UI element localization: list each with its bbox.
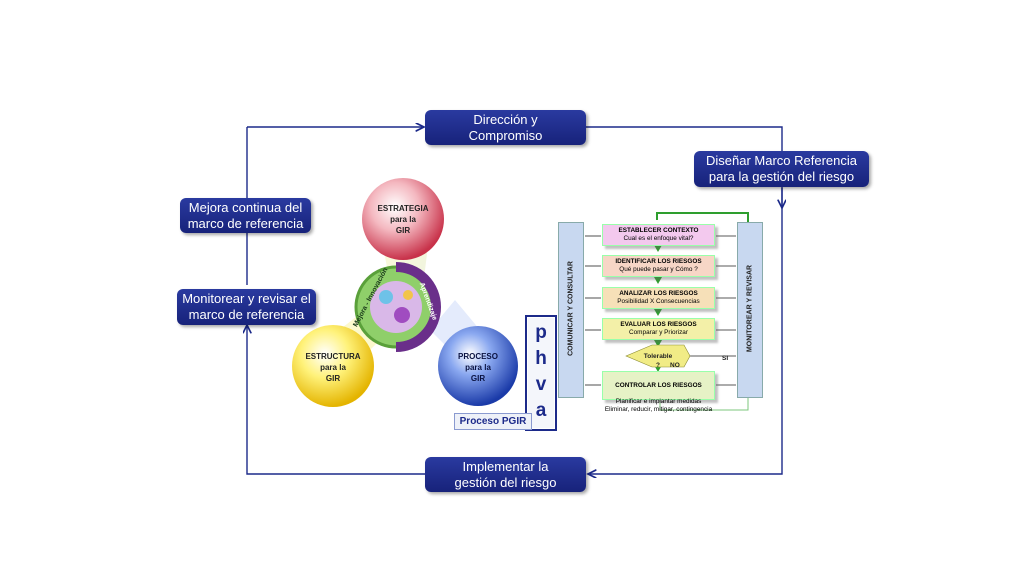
comunicar-label: COMUNICAR Y CONSULTAR	[567, 261, 575, 356]
center-figure-1	[379, 290, 393, 304]
monitorear-box: Monitorear y revisar el marco de referen…	[177, 289, 316, 325]
phva-bar-inner	[528, 318, 554, 428]
decision-si: SI	[722, 355, 729, 362]
sphere-estrategia	[362, 178, 444, 260]
monitorear-label: MONITOREAR Y REVISAR	[746, 264, 754, 353]
step-analizar-title: ANALIZAR LOS RIESGOS	[619, 290, 698, 297]
direccion-box: Dirección y Compromiso	[425, 110, 586, 145]
center-figure-2	[394, 307, 410, 323]
feedback-loop-bottom	[659, 396, 749, 411]
step-establecer-sub: Cual es el enfoque vital?	[623, 235, 694, 242]
monitorear-bar	[737, 222, 763, 398]
phva-h: h	[535, 348, 547, 369]
phva-v: v	[535, 374, 547, 395]
sphere-proceso	[438, 326, 518, 406]
feedback-loop-top	[656, 212, 749, 224]
phva-p: p	[535, 322, 547, 343]
sphere-estructura-label: ESTRUCTURA para la GIR	[305, 352, 361, 383]
cycle-line-bottom-left	[247, 325, 425, 475]
phva-a: a	[535, 400, 547, 421]
cycle-line-bottom-right	[588, 188, 783, 474]
decision-diamond	[625, 344, 691, 368]
decision-label: Tolerable ?	[643, 353, 673, 369]
step-evaluar: EVALUAR LOS RIESGOS Comparar y Priorizar	[602, 318, 715, 340]
phva-letters: p h v a	[527, 320, 555, 424]
step-controlar-title: CONTROLAR LOS RIESGOS	[615, 382, 702, 389]
step-evaluar-title: EVALUAR LOS RIESGOS	[620, 321, 697, 328]
side-arrows	[585, 235, 736, 386]
step-identificar-sub: Qué puede pasar y Cómo ?	[619, 266, 698, 273]
step-identificar: IDENTIFICAR LOS RIESGOS Qué puede pasar …	[602, 255, 715, 277]
step-establecer: ESTABLECER CONTEXTO Cual es el enfoque v…	[602, 224, 715, 246]
step-analizar: ANALIZAR LOS RIESGOS Posibilidad X Conse…	[602, 287, 715, 309]
step-establecer-title: ESTABLECER CONTEXTO	[618, 227, 699, 234]
step-controlar-sub: Planificar e implantar medidas Eliminar,…	[604, 398, 713, 413]
sphere-estructura	[292, 325, 374, 407]
sphere-estrategia-label: ESTRATEGIA para la GIR	[377, 204, 429, 235]
step-controlar: CONTROLAR LOS RIESGOS Planificar e impla…	[602, 371, 715, 413]
implementar-box: Implementar la gestión del riesgo	[425, 457, 586, 492]
center-ring-purple	[395, 262, 442, 352]
step-evaluar-sub: Comparar y Priorizar	[629, 329, 688, 336]
proceso-pgir-label: Proceso PGIR	[454, 413, 532, 430]
comunicar-bar	[558, 222, 584, 398]
step-analizar-sub: Posibilidad X Consecuencias	[617, 298, 700, 305]
mejora-box: Mejora continua del marco de referencia	[180, 198, 311, 233]
decision-no: NO	[670, 362, 680, 369]
disenar-box: Diseñar Marco Referencia para la gestión…	[694, 151, 869, 187]
step-identificar-title: IDENTIFICAR LOS RIESGOS	[615, 258, 702, 265]
center-figure-3	[403, 290, 413, 300]
sphere-proceso-label: PROCESO para la GIR	[457, 352, 498, 383]
